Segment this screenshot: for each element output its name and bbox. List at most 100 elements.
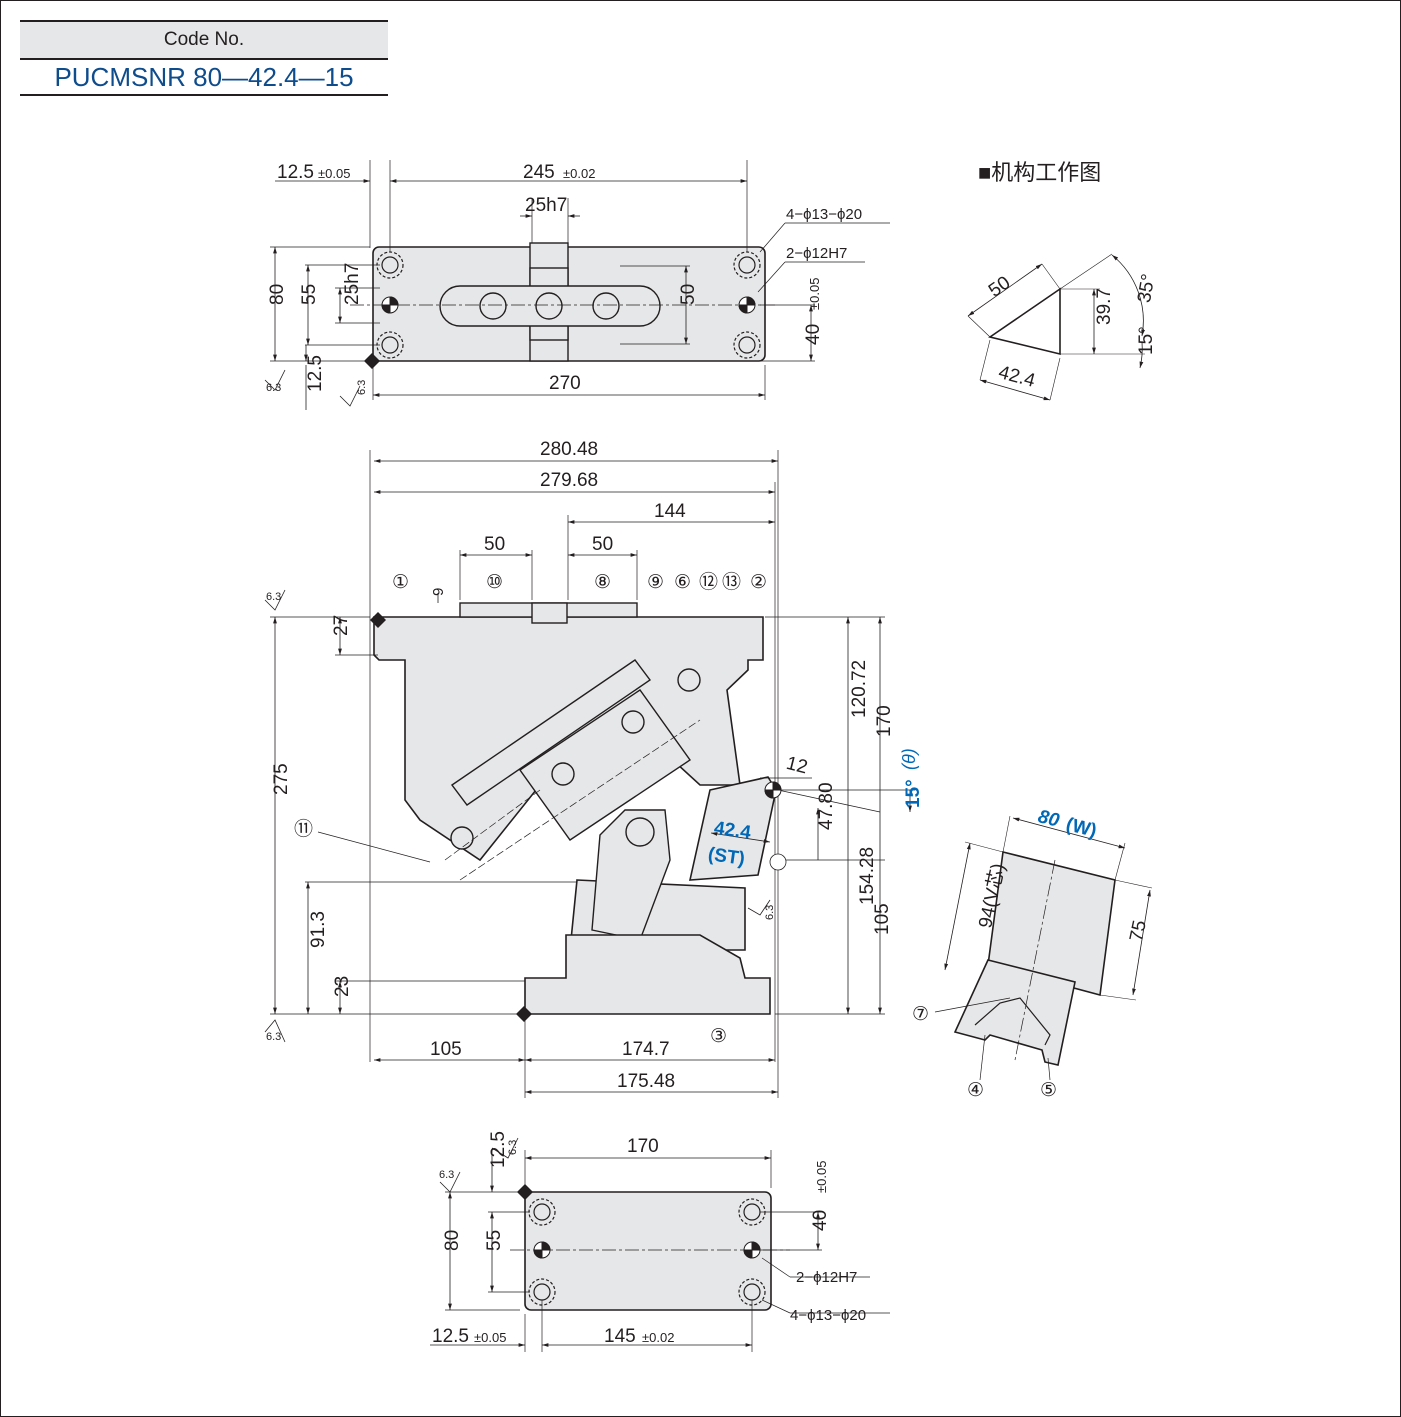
label-part-10: ⑩: [486, 572, 503, 593]
bottom-mount-holes: [528, 1198, 766, 1306]
dim-side-75: 75: [1126, 918, 1151, 943]
side-slider: [953, 959, 1076, 1066]
label-part-3: ③: [710, 1026, 727, 1047]
dim-top-12-5-v: 12.5: [305, 355, 326, 392]
front-view-dimensions: 280.48 279.68 144 50 50 9 27 275 91.3 23…: [266, 439, 924, 1092]
dim-top-80: 80: [267, 284, 288, 305]
dim-bottom-tol-005: ±0.05: [814, 1161, 829, 1193]
dim-front-15: 15°: [903, 779, 924, 808]
dim-top-pins: 2−ϕ12H7: [786, 245, 847, 262]
mechanism-title: ■机构工作图: [978, 160, 1101, 185]
dim-front-50a: 50: [484, 534, 505, 555]
label-part-9: ⑨: [647, 572, 664, 593]
dim-bottom-12-5-h: 12.5: [432, 1326, 469, 1347]
label-part-13: ⑬: [722, 571, 741, 593]
dim-top-25h7-v: 25h7: [342, 263, 363, 305]
dim-bottom-80: 80: [442, 1230, 463, 1251]
mech-dim-42-4: 42.4: [996, 362, 1038, 392]
top-pin-marks: [381, 296, 756, 314]
mech-dim-39-7: 39.7: [1094, 288, 1115, 325]
top-key: [531, 602, 568, 624]
dim-top-55: 55: [299, 284, 320, 305]
rough-front-1: 6.3: [266, 591, 281, 603]
label-part-7-side: ⑦: [912, 1004, 929, 1025]
rough-top-2: 6.3: [356, 380, 368, 395]
bottom-view-dimensions: 170 12.5 40 ±0.05 80 55 2−ϕ12H7 4−ϕ13−ϕ2…: [432, 1131, 866, 1347]
top-view: [264, 160, 890, 410]
dim-top-270: 270: [549, 373, 581, 394]
code-number-value: PUCMSNR 80—42.4—15: [20, 58, 388, 96]
dim-front-12: 12: [784, 753, 810, 778]
part-8-guide: [451, 659, 651, 806]
rough-bottom-2: 6.3: [507, 1140, 519, 1155]
label-part-6: ⑥: [674, 572, 691, 593]
code-number-label: Code No.: [20, 20, 388, 60]
dim-front-279-68: 279.68: [540, 470, 598, 491]
dim-top-tol-005-v: ±0.05: [807, 278, 822, 310]
mech-dim-35: 35°: [1134, 272, 1160, 304]
part-3-base: [524, 934, 771, 1015]
dim-bottom-pins: 2−ϕ12H7: [796, 1269, 857, 1286]
dim-side-w: (W): [1064, 814, 1099, 842]
mech-dim-15: 15°: [1136, 326, 1157, 355]
dim-top-25h7: 25h7: [525, 195, 567, 216]
dim-bottom-170: 170: [627, 1136, 659, 1157]
dim-front-154-28: 154.28: [857, 847, 878, 905]
top-view-dimensions: 12.5 ±0.05 245 ±0.02 25h7 4−ϕ13−ϕ20 2−ϕ1…: [266, 162, 862, 395]
dim-bottom-55: 55: [484, 1230, 505, 1251]
dim-front-175-48: 175.48: [617, 1071, 675, 1092]
dim-front-170: 170: [874, 705, 895, 737]
label-part-2: ②: [750, 572, 767, 593]
dim-top-holes: 4−ϕ13−ϕ20: [786, 206, 862, 223]
dim-top-tol-002: ±0.02: [563, 166, 595, 181]
dim-front-27: 27: [331, 615, 352, 636]
dim-front-144: 144: [654, 501, 686, 522]
label-part-4: ④: [967, 1080, 984, 1101]
rough-bottom-1: 6.3: [439, 1169, 454, 1181]
dim-bottom-40: 40: [810, 1210, 831, 1231]
dim-front-47-80: 47.80: [816, 782, 837, 830]
mechanism-diagram: [967, 253, 1146, 401]
bottom-view: [430, 1137, 890, 1352]
dim-front-st: (ST): [707, 844, 747, 870]
label-part-1: ①: [392, 572, 409, 593]
rough-front-3: 6.3: [764, 905, 776, 920]
bottom-plate: [524, 1191, 772, 1311]
label-part-12: ⑫: [699, 571, 718, 593]
dim-front-275: 275: [271, 763, 292, 795]
dim-front-105-v: 105: [872, 903, 893, 935]
label-part-11: ⑪: [294, 818, 313, 840]
dim-front-23: 23: [332, 976, 353, 997]
part-9-slide: [519, 689, 691, 841]
dim-front-120-72: 120.72: [849, 660, 870, 718]
dim-front-174-7: 174.7: [622, 1039, 670, 1060]
dim-front-105: 105: [430, 1039, 462, 1060]
dim-bottom-145: 145: [604, 1326, 636, 1347]
dim-front-theta: (θ): [899, 748, 919, 770]
mechanism-labels: ■机构工作图 50 39.7 35° 15° 42.4: [978, 160, 1160, 392]
dim-front-91-3: 91.3: [308, 911, 329, 948]
link-arm: [591, 809, 671, 941]
dim-bottom-holes: 4−ϕ13−ϕ20: [790, 1307, 866, 1324]
label-part-8: ⑧: [594, 572, 611, 593]
rough-front-2: 6.3: [266, 1031, 281, 1043]
dim-top-245: 245: [523, 162, 555, 183]
dim-bottom-12-5: 12.5: [488, 1131, 509, 1168]
dim-top-tol-005: ±0.05: [318, 166, 350, 181]
mech-dim-50: 50: [985, 272, 1014, 301]
dim-top-50: 50: [678, 284, 699, 305]
dim-bottom-tol-005-h: ±0.05: [474, 1330, 506, 1345]
dim-side-80: 80: [1036, 806, 1062, 832]
dim-front-50b: 50: [592, 534, 613, 555]
dim-bottom-tol-002: ±0.02: [642, 1330, 674, 1345]
dim-front-280-48: 280.48: [540, 439, 598, 460]
rough-top-1: 6.3: [266, 382, 281, 394]
code-number-box: Code No. PUCMSNR 80—42.4—15: [20, 20, 388, 96]
label-part-5: ⑤: [1040, 1080, 1057, 1101]
dim-front-9: 9: [430, 588, 447, 596]
dim-front-42-4: 42.4: [713, 818, 753, 844]
dim-top-12-5: 12.5: [277, 162, 314, 183]
side-view: [934, 815, 1153, 1081]
dim-top-40: 40: [803, 324, 824, 345]
